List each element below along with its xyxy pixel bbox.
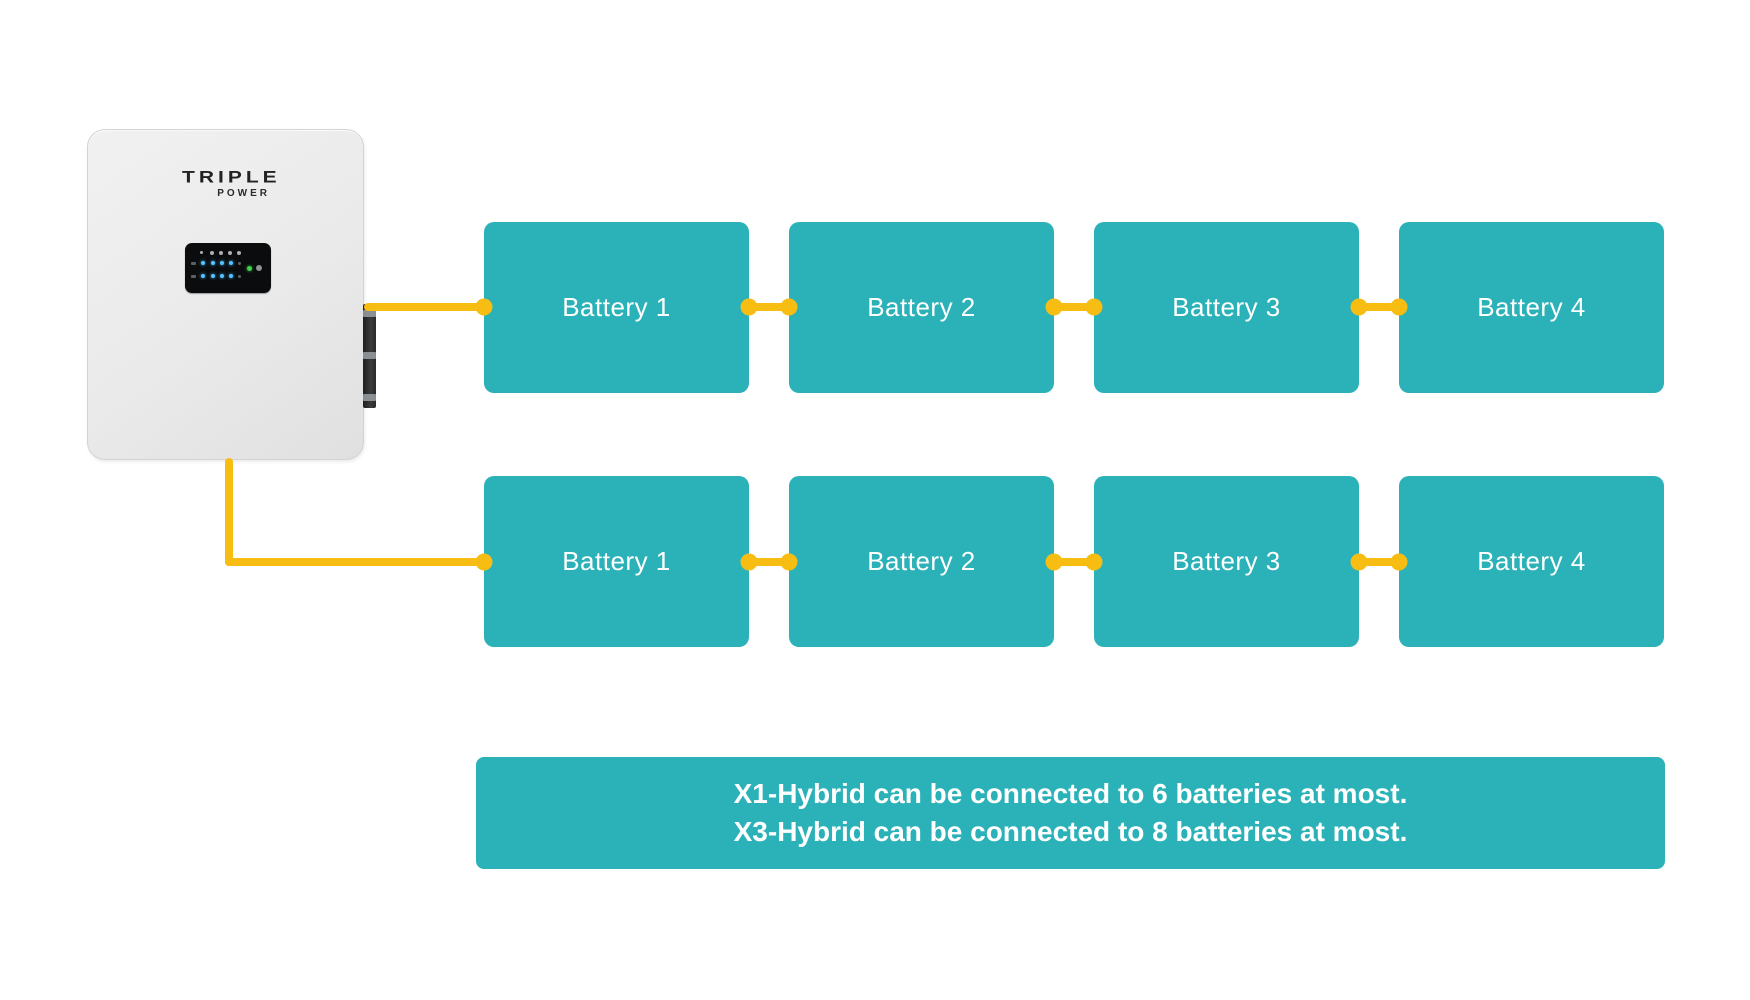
battery-box: Battery 1 bbox=[484, 222, 749, 393]
cable-terminal-dot bbox=[740, 298, 758, 316]
connector-clip bbox=[363, 352, 376, 359]
panel-icon bbox=[228, 251, 232, 255]
battery-label: Battery 3 bbox=[1172, 546, 1281, 576]
cable-inverter-down bbox=[225, 458, 233, 566]
battery-level-led bbox=[220, 261, 224, 265]
green-status-led bbox=[247, 266, 252, 271]
cable-battery1-battery2-row2 bbox=[749, 558, 789, 566]
cable-terminal-dot bbox=[1390, 553, 1408, 571]
cable-inverter-to-battery1-row1 bbox=[364, 303, 484, 311]
cable-terminal-dot bbox=[1350, 553, 1368, 571]
cable-terminal-dot bbox=[780, 553, 798, 571]
panel-row-label bbox=[191, 262, 196, 265]
note-line-1: X1-Hybrid can be connected to 6 batterie… bbox=[733, 778, 1408, 809]
cable-battery2-battery3-row1 bbox=[1054, 303, 1094, 311]
battery-box: Battery 3 bbox=[1094, 222, 1359, 393]
panel-icon bbox=[200, 251, 203, 254]
battery-label: Battery 1 bbox=[562, 292, 671, 322]
cable-battery3-battery4-row1 bbox=[1359, 303, 1399, 311]
cable-terminal-dot bbox=[780, 298, 798, 316]
battery-level-led bbox=[211, 274, 215, 278]
cable-terminal-dot bbox=[740, 553, 758, 571]
brand-logo: TRIPLE bbox=[182, 168, 281, 187]
cable-battery3-battery4-row2 bbox=[1359, 558, 1399, 566]
battery-label: Battery 2 bbox=[867, 546, 976, 576]
note-line-2: X3-Hybrid can be connected to 8 batterie… bbox=[733, 816, 1408, 847]
cable-terminal-dot bbox=[1045, 553, 1063, 571]
battery-box: Battery 3 bbox=[1094, 476, 1359, 647]
battery-box: Battery 2 bbox=[789, 222, 1054, 393]
battery-level-led bbox=[220, 274, 224, 278]
cable-terminal-dot bbox=[475, 298, 493, 316]
battery-level-led-off bbox=[238, 262, 241, 265]
cable-terminal-dot bbox=[1390, 298, 1408, 316]
battery-level-led bbox=[229, 274, 233, 278]
cable-battery1-battery2-row1 bbox=[749, 303, 789, 311]
battery-level-led bbox=[229, 261, 233, 265]
battery-box: Battery 4 bbox=[1399, 476, 1664, 647]
side-connector bbox=[363, 304, 376, 408]
cable-terminal-dot bbox=[1085, 298, 1103, 316]
battery-level-led bbox=[201, 274, 205, 278]
battery-label: Battery 2 bbox=[867, 292, 976, 322]
panel-icon bbox=[237, 251, 241, 255]
battery-label: Battery 4 bbox=[1477, 546, 1586, 576]
battery-box: Battery 1 bbox=[484, 476, 749, 647]
cable-battery2-battery3-row2 bbox=[1054, 558, 1094, 566]
panel-icon bbox=[210, 251, 214, 255]
cable-terminal-dot bbox=[1085, 553, 1103, 571]
battery-level-led-off bbox=[238, 275, 241, 278]
battery-level-led bbox=[201, 261, 205, 265]
note-banner: X1-Hybrid can be connected to 6 batterie… bbox=[476, 757, 1665, 869]
cable-terminal-dot bbox=[475, 553, 493, 571]
battery-label: Battery 1 bbox=[562, 546, 671, 576]
status-led-ring bbox=[256, 265, 262, 271]
connector-clip bbox=[363, 394, 376, 401]
inverter-device: TRIPLE POWER bbox=[87, 129, 376, 460]
panel-row-label bbox=[191, 275, 196, 278]
battery-label: Battery 4 bbox=[1477, 292, 1586, 322]
panel-icon bbox=[219, 251, 223, 255]
cable-terminal-dot bbox=[1350, 298, 1368, 316]
brand-sublogo: POWER bbox=[217, 188, 270, 199]
battery-box: Battery 2 bbox=[789, 476, 1054, 647]
connector-clip bbox=[363, 310, 376, 317]
battery-level-led bbox=[211, 261, 215, 265]
battery-box: Battery 4 bbox=[1399, 222, 1664, 393]
cable-inverter-to-battery1-row2 bbox=[225, 558, 484, 566]
cable-terminal-dot bbox=[1045, 298, 1063, 316]
battery-label: Battery 3 bbox=[1172, 292, 1281, 322]
led-display-panel bbox=[185, 243, 271, 293]
